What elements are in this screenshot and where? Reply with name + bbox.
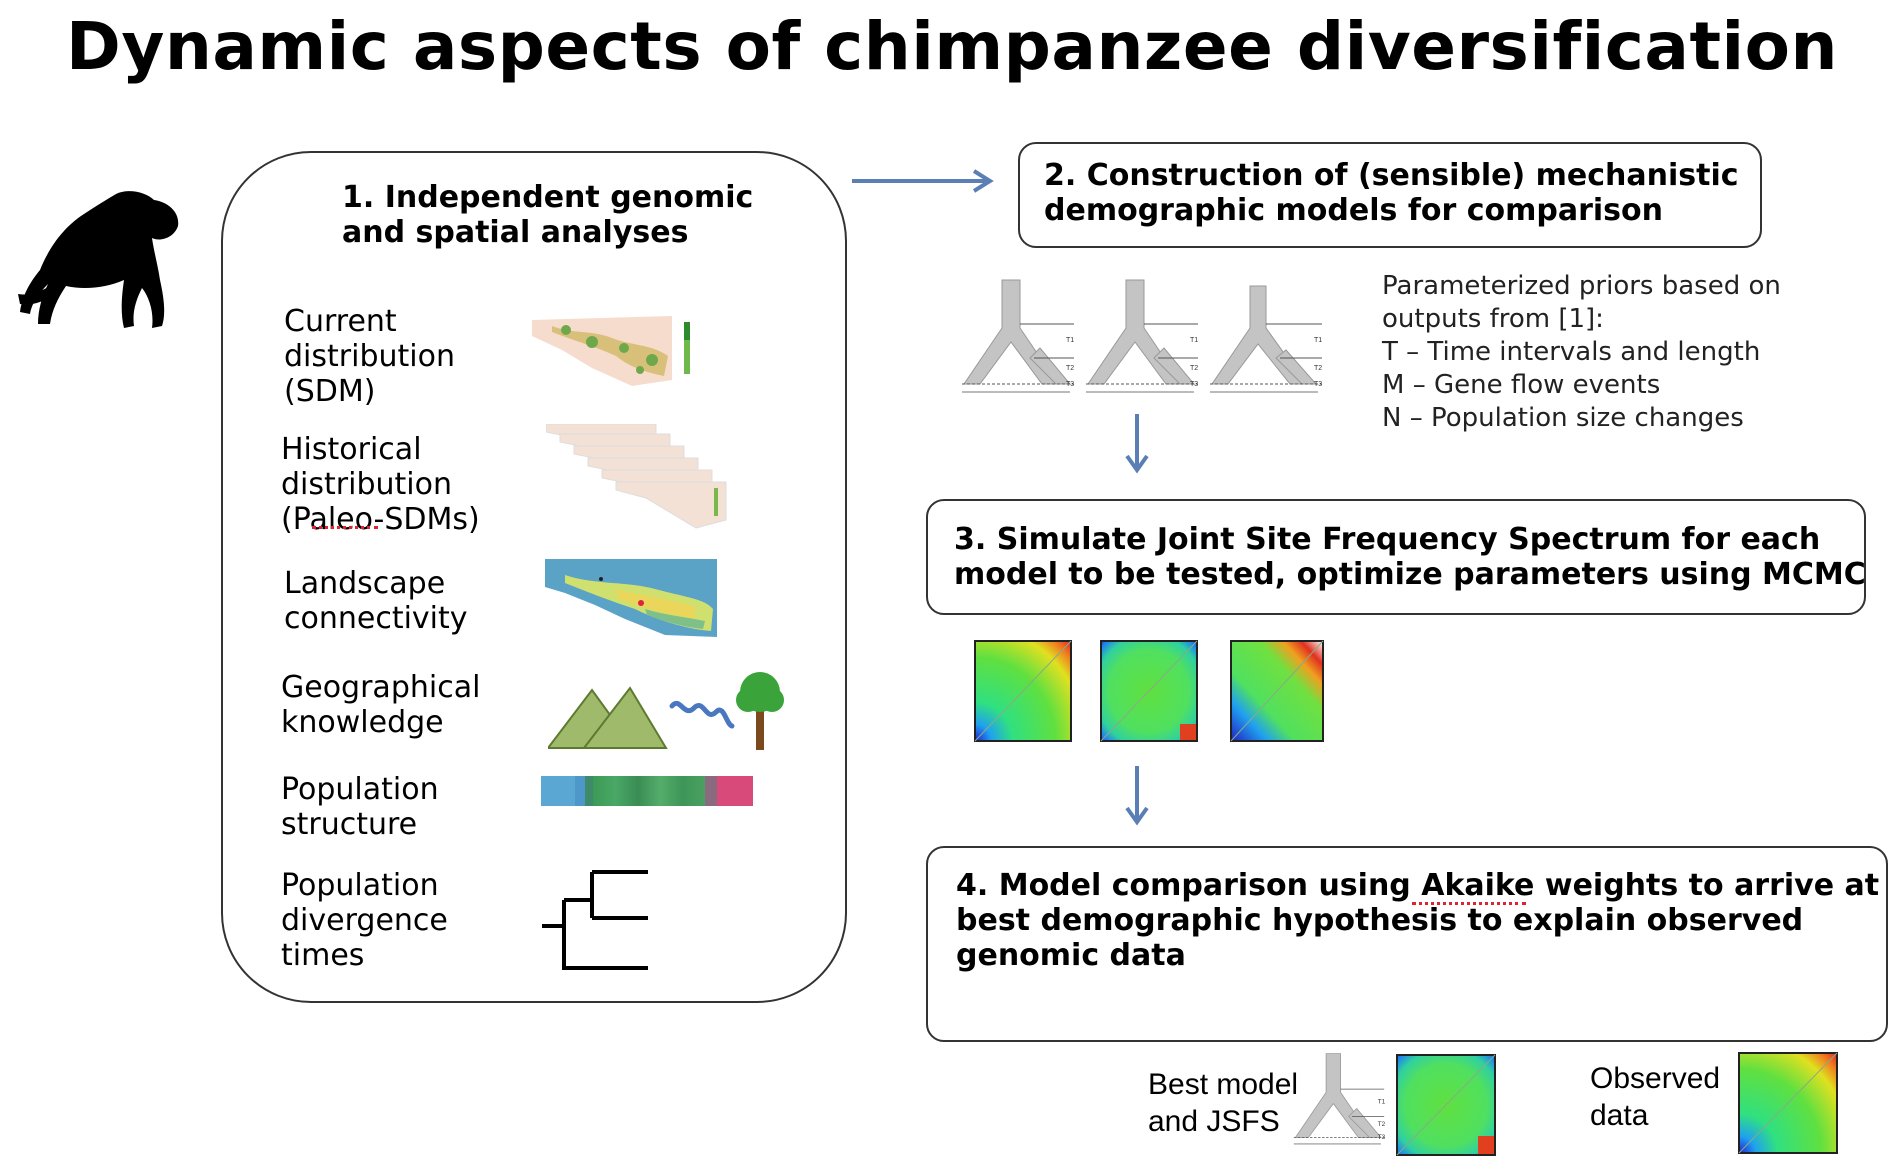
chimpanzee-silhouette-icon — [18, 191, 179, 328]
observed-data-label: Observed data — [1590, 1062, 1721, 1132]
river-icon — [669, 701, 735, 729]
tree-icon — [736, 672, 784, 750]
demographic-model-tree: T1 T2 T3 — [1086, 279, 1198, 393]
svg-text:T2: T2 — [1378, 1121, 1386, 1128]
item-population-structure-label: Population structure — [281, 772, 439, 842]
step2-box — [1018, 142, 1762, 248]
geography-icons — [548, 672, 784, 750]
item-historical-distribution-label: Historical distribution (Paleo-SDMs) — [281, 432, 480, 537]
sdm-map-thumbnail — [532, 316, 690, 386]
connectivity-map-thumbnail — [545, 559, 717, 637]
best-model-label: Best model and JSFS — [1148, 1068, 1299, 1138]
jsfs-heatmap — [1100, 640, 1198, 742]
priors-text: Parameterized priors based on outputs fr… — [1382, 271, 1781, 433]
demographic-model-tree: T1 T2 T3 — [962, 279, 1074, 393]
svg-text:T1: T1 — [1066, 337, 1074, 344]
demographic-model-tree: T1 T2 T3 — [1210, 285, 1322, 393]
paleo-sdm-stack-thumbnail — [546, 424, 727, 529]
arrow-step2-to-step3 — [1125, 414, 1149, 474]
step4-box — [926, 846, 1888, 1042]
jsfs-heatmap — [1230, 640, 1324, 742]
best-model-tree: T1 T2 T3 — [1293, 1053, 1386, 1145]
mountain-icon — [581, 686, 668, 749]
spellcheck-underline — [312, 526, 378, 529]
svg-text:T2: T2 — [1190, 365, 1198, 372]
observed-jsfs-heatmap — [1738, 1052, 1838, 1154]
svg-text:T3: T3 — [1190, 381, 1198, 388]
arrow-step3-to-step4 — [1125, 766, 1149, 826]
svg-text:T1: T1 — [1378, 1099, 1386, 1106]
step2-heading: 2. Construction of (sensible) mechanisti… — [1044, 158, 1739, 228]
demographic-models: T1 T2 T3 T1 T2 T3 T1 T2 T3 — [962, 279, 1322, 393]
step1-heading: 1. Independent genomic and spatial analy… — [342, 180, 754, 250]
step4-heading: 4. Model comparison using Akaike weights… — [956, 868, 1880, 973]
svg-text:T3: T3 — [1314, 381, 1322, 388]
item-population-divergence-label: Population divergence times — [281, 868, 448, 973]
svg-text:T2: T2 — [1314, 365, 1322, 372]
step3-box — [926, 499, 1866, 615]
best-model-jsfs-heatmap — [1396, 1054, 1496, 1156]
svg-text:T1: T1 — [1190, 337, 1198, 344]
svg-text:T1: T1 — [1314, 337, 1322, 344]
svg-text:T2: T2 — [1066, 365, 1074, 372]
step1-box — [221, 151, 847, 1003]
step3-heading: 3. Simulate Joint Site Frequency Spectru… — [954, 522, 1866, 592]
item-current-distribution-label: Current distribution (SDM) — [284, 304, 455, 409]
structure-barplot — [541, 776, 753, 806]
item-geographical-knowledge-label: Geographical knowledge — [281, 670, 481, 740]
svg-text:T3: T3 — [1066, 381, 1074, 388]
item-landscape-connectivity-label: Landscape connectivity — [284, 566, 468, 636]
svg-text:T3: T3 — [1378, 1134, 1386, 1141]
jsfs-heatmap — [974, 640, 1072, 742]
arrow-step1-to-step2 — [852, 169, 994, 193]
page-title: Dynamic aspects of chimpanzee diversific… — [66, 8, 1838, 85]
phylogeny-tree-icon — [542, 870, 648, 970]
spellcheck-underline — [1412, 902, 1526, 905]
